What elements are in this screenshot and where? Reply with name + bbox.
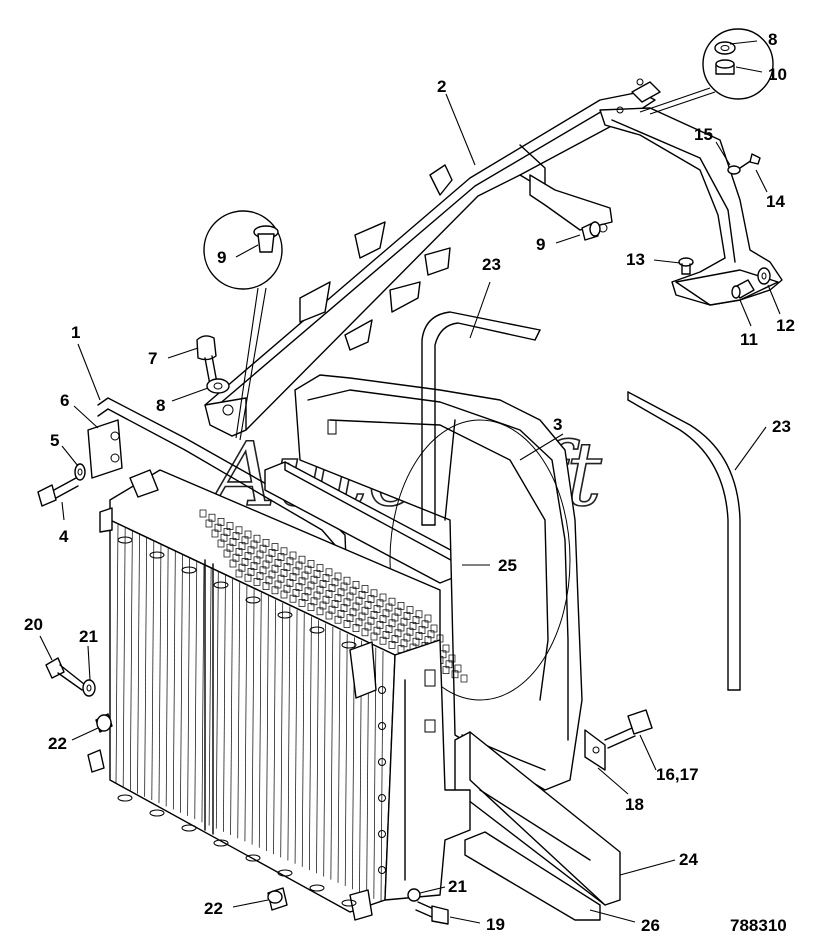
callout-1: 1	[71, 323, 80, 342]
bolt-item-14	[739, 153, 761, 169]
washer-item-12	[757, 267, 771, 285]
leader-lines	[39, 40, 781, 924]
callout-12: 12	[776, 316, 795, 335]
washer-and-nut-detail-icon	[639, 28, 774, 115]
plate-item-18	[584, 729, 606, 771]
callout-8-detail: 8	[768, 30, 777, 49]
fan-shroud	[294, 374, 583, 791]
washer-item-21-left	[82, 679, 96, 697]
callout-21-bottom: 21	[448, 877, 467, 896]
upper-support-frame	[204, 78, 783, 437]
callout-2: 2	[437, 77, 446, 96]
bolt-item-11	[731, 279, 755, 299]
reference-number: 788310	[730, 916, 787, 935]
callout-4: 4	[59, 527, 69, 546]
callout-13: 13	[626, 250, 645, 269]
washer-item-8	[206, 378, 230, 394]
callout-24: 24	[679, 850, 698, 869]
callout-22-bottom: 22	[204, 899, 223, 918]
callout-26: 26	[641, 916, 660, 935]
bolt-item-16-17	[604, 709, 653, 749]
callout-5: 5	[50, 431, 59, 450]
callout-3: 3	[553, 415, 562, 434]
callout-11: 11	[740, 330, 758, 349]
bushing-item-22-left	[95, 713, 113, 733]
callout-8-left: 8	[156, 396, 165, 415]
washer-item-21-bottom	[407, 888, 421, 902]
callout-23-left: 23	[482, 255, 501, 274]
radiator-core	[87, 469, 471, 921]
bolt-item-13	[678, 257, 694, 275]
callout-14: 14	[766, 192, 785, 211]
callout-19: 19	[486, 915, 505, 934]
lower-seal-strip	[464, 831, 601, 921]
bushing-item-22-bottom	[267, 887, 288, 911]
bolt-item-7	[196, 335, 218, 386]
callout-20: 20	[24, 615, 43, 634]
callout-23-right: 23	[772, 417, 791, 436]
callout-21-left: 21	[79, 627, 98, 646]
bolt-detail-icon	[203, 210, 283, 441]
callout-10: 10	[768, 65, 787, 84]
callout-16-17: 16,17	[656, 765, 699, 784]
callout-9-detail: 9	[217, 248, 226, 267]
bolt-item-9	[581, 221, 601, 241]
callout-18: 18	[625, 795, 644, 814]
shroud-seal-left	[421, 311, 541, 526]
callout-6: 6	[60, 391, 69, 410]
bolt-item-4	[37, 477, 79, 507]
washer-item-5	[74, 463, 86, 481]
callout-9-right: 9	[536, 235, 545, 254]
callout-labels: 2 1 6 5 4 7 8 9 9 8 10 15 14 13 11 12 23…	[24, 30, 795, 935]
callout-7: 7	[148, 349, 157, 368]
callout-22-left: 22	[48, 734, 67, 753]
bolt-item-20	[45, 657, 85, 691]
callout-25: 25	[498, 556, 517, 575]
washer-item-15	[727, 165, 741, 175]
bolt-item-19	[415, 901, 449, 925]
callout-15: 15	[694, 125, 713, 144]
shroud-seal-right	[627, 391, 741, 691]
